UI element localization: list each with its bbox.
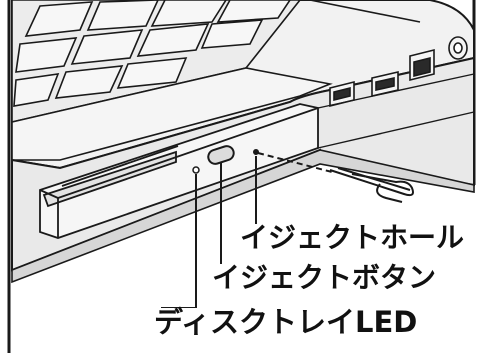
eject-button-label: イジェクトボタン [208,264,441,292]
eject-hole-dot [253,149,259,155]
eject-button-shape [207,145,235,165]
top-trim-line [309,0,421,23]
paper-clip-icon [329,167,414,203]
keyboard [11,0,302,124]
port-panel-seam [317,73,475,149]
tray-led-dot [192,166,200,174]
laptop-bottom-edge [11,149,475,284]
eject-hole-label: イジェクトホール [236,224,469,252]
lan-port-icon [409,48,435,82]
tray-led-label: ディスクトレイLED [150,308,422,337]
power-jack-icon [448,36,468,60]
insertion-dashed-line [257,152,333,173]
optical-drive-tray [39,103,319,239]
